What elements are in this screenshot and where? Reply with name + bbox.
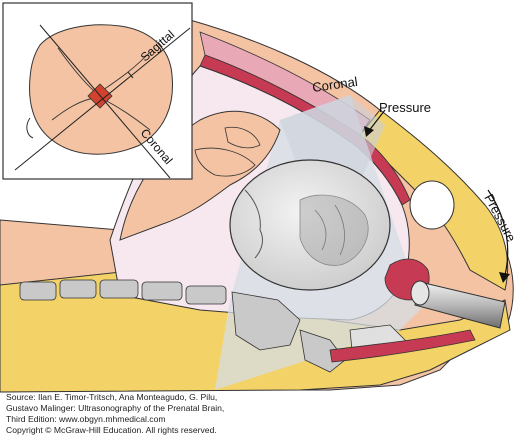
fetal-face [244, 189, 263, 259]
fetal-hand [224, 126, 261, 149]
sutures [51, 47, 151, 131]
pressure-arrow-icon [487, 189, 510, 283]
bladder [409, 180, 455, 230]
coronal-plane-line [39, 24, 171, 179]
inset-skull-view: Sagittal Coronal [2, 2, 193, 180]
caption-line: Copyright © McGraw-Hill Education. All r… [6, 424, 217, 435]
pressure-arrow-icon [364, 109, 386, 137]
vertebra [19, 281, 57, 301]
vertebra [141, 281, 183, 301]
label-coronal-main: Coronal [311, 74, 358, 95]
rectum [329, 329, 476, 363]
caption-line: Third Edition: www.obgyn.mhmedical.com [6, 413, 166, 424]
transvaginal-probe-icon [410, 280, 506, 329]
label-pressure-top: Pressure [379, 100, 431, 115]
vertebra [185, 285, 227, 305]
vertebra [59, 279, 97, 299]
fetal-arm [194, 147, 256, 177]
caption-line: Source: Ilan E. Timor-Tritsch, Ana Monte… [6, 392, 218, 402]
sacrum [231, 291, 301, 351]
source-caption: Source: Ilan E. Timor-Tritsch, Ana Monte… [6, 392, 514, 436]
vertebra [99, 279, 139, 299]
maternal-spine [19, 279, 346, 373]
skull-left-bump [26, 117, 34, 139]
fetal-brain-detail [314, 204, 345, 256]
caption-line: Gustavo Malinger: Ultrasonography of the… [6, 402, 225, 413]
fetal-head [229, 159, 391, 291]
